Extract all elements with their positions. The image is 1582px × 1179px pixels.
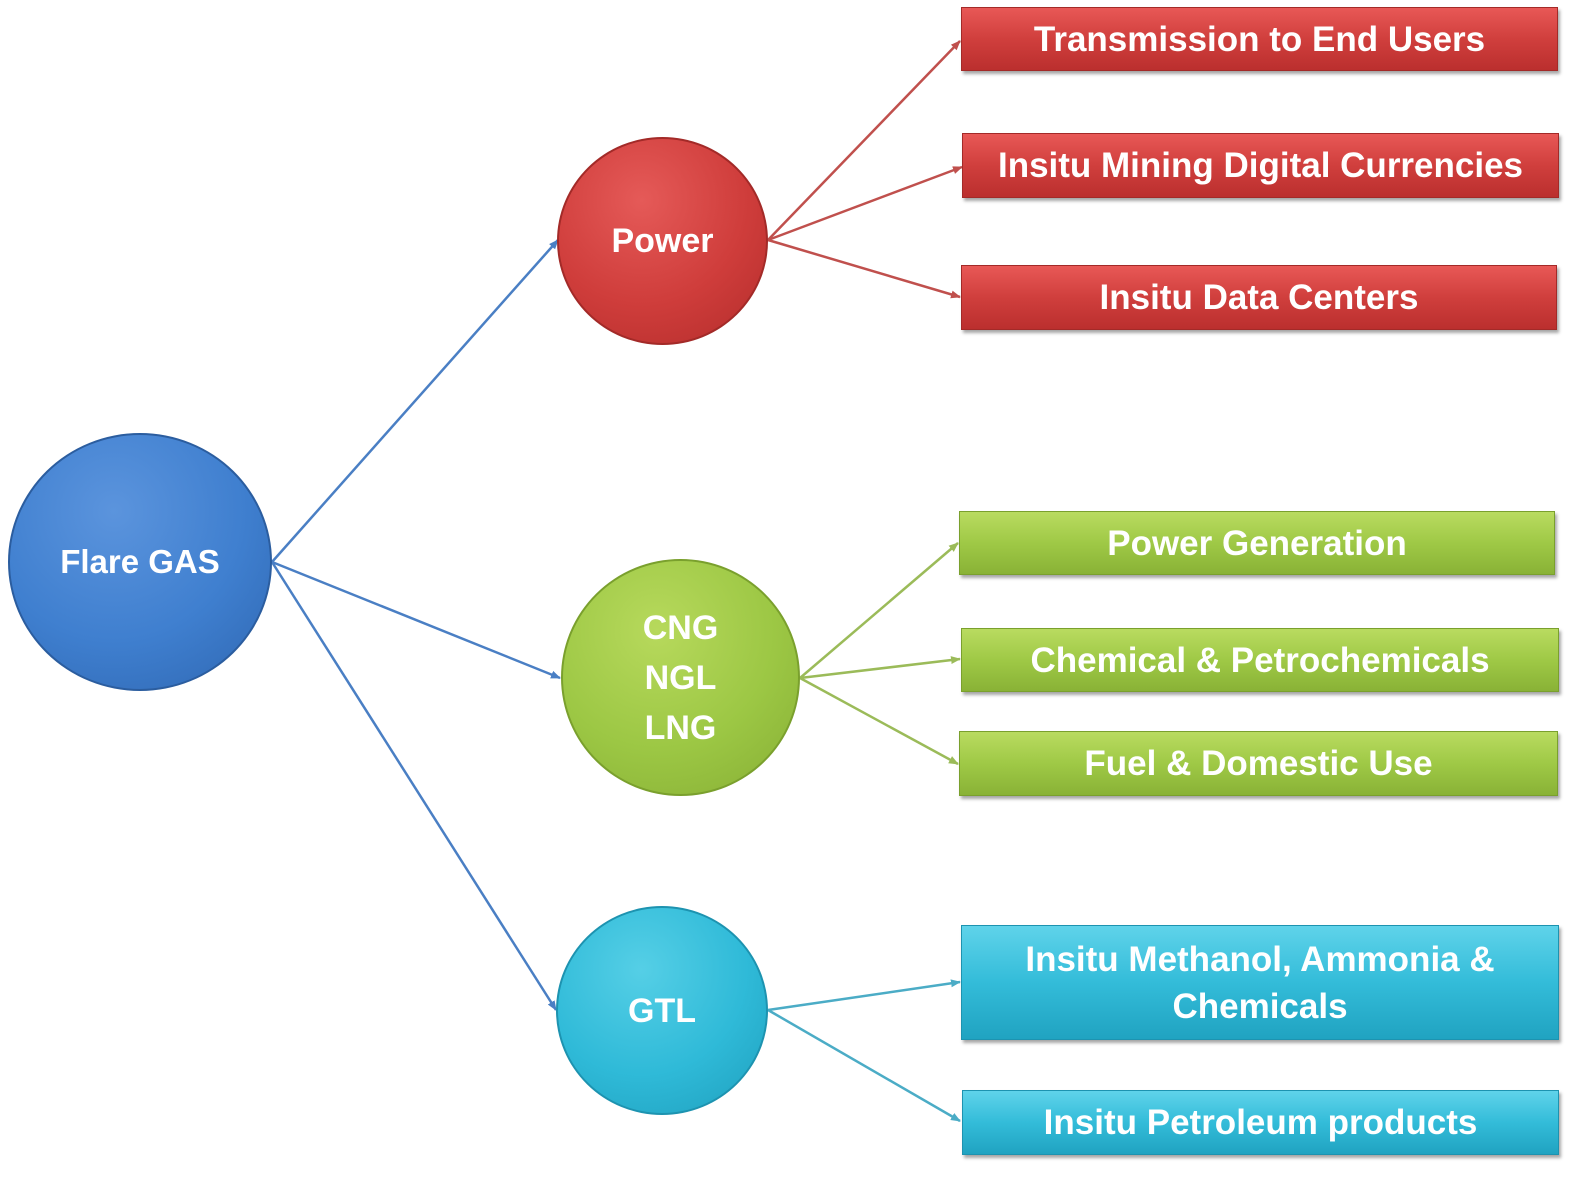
branch-node-power: Power [557,137,768,345]
leaf-box-power-generation: Power Generation [959,511,1555,575]
arrow-root-to-power [271,239,559,563]
leaf-label: Insitu Mining Digital Currencies [997,146,1524,185]
arrow-gtl-to-leaf-1 [767,979,961,1012]
leaf-label: Chemical & Petrochemicals [1030,640,1490,680]
leaf-box-data-centers: Insitu Data Centers [961,265,1557,330]
root-label: Flare GAS [60,543,220,580]
arrow-power-to-leaf-2 [767,165,963,242]
branch-label-cng: CNG [642,608,719,647]
root-node-flare-gas: Flare GAS [8,433,272,691]
arrow-cng-to-leaf-3 [799,676,959,766]
leaf-box-petroleum-products: Insitu Petroleum products [962,1090,1559,1155]
leaf-label: Insitu Methanol, Ammonia & Chemicals [1025,939,1495,1026]
leaf-label: Transmission to End Users [1033,19,1486,59]
leaf-label: Insitu Petroleum products [1043,1103,1478,1142]
branch-label-gtl: GTL [628,991,696,1030]
leaf-box-methanol-ammonia-chemicals: Insitu Methanol, Ammonia & Chemicals [961,925,1559,1040]
branch-label-ngl: NGL [644,658,717,697]
arrow-power-to-leaf-3 [767,238,961,299]
leaf-box-chemical-petrochemicals: Chemical & Petrochemicals [961,628,1559,692]
branch-label-power: Power [611,222,714,260]
leaf-box-fuel-domestic-use: Fuel & Domestic Use [959,731,1558,796]
arrow-gtl-to-leaf-2 [767,1008,961,1123]
leaf-label: Insitu Data Centers [1099,278,1419,317]
leaf-box-mining-digital-currencies: Insitu Mining Digital Currencies [962,133,1559,198]
arrow-cng-to-leaf-2 [799,656,961,680]
branch-node-cng-ngl-lng: CNG NGL LNG [561,559,800,796]
arrow-power-to-leaf-1 [767,40,961,241]
leaf-label: Power Generation [1107,523,1407,563]
leaf-label: Fuel & Domestic Use [1084,744,1433,783]
arrow-cng-to-leaf-1 [799,542,959,679]
branch-label-lng: LNG [644,708,717,747]
arrow-root-to-cng [271,560,561,680]
arrow-root-to-gtl [270,561,558,1011]
branch-node-gtl: GTL [556,906,768,1115]
leaf-box-transmission: Transmission to End Users [961,7,1558,71]
